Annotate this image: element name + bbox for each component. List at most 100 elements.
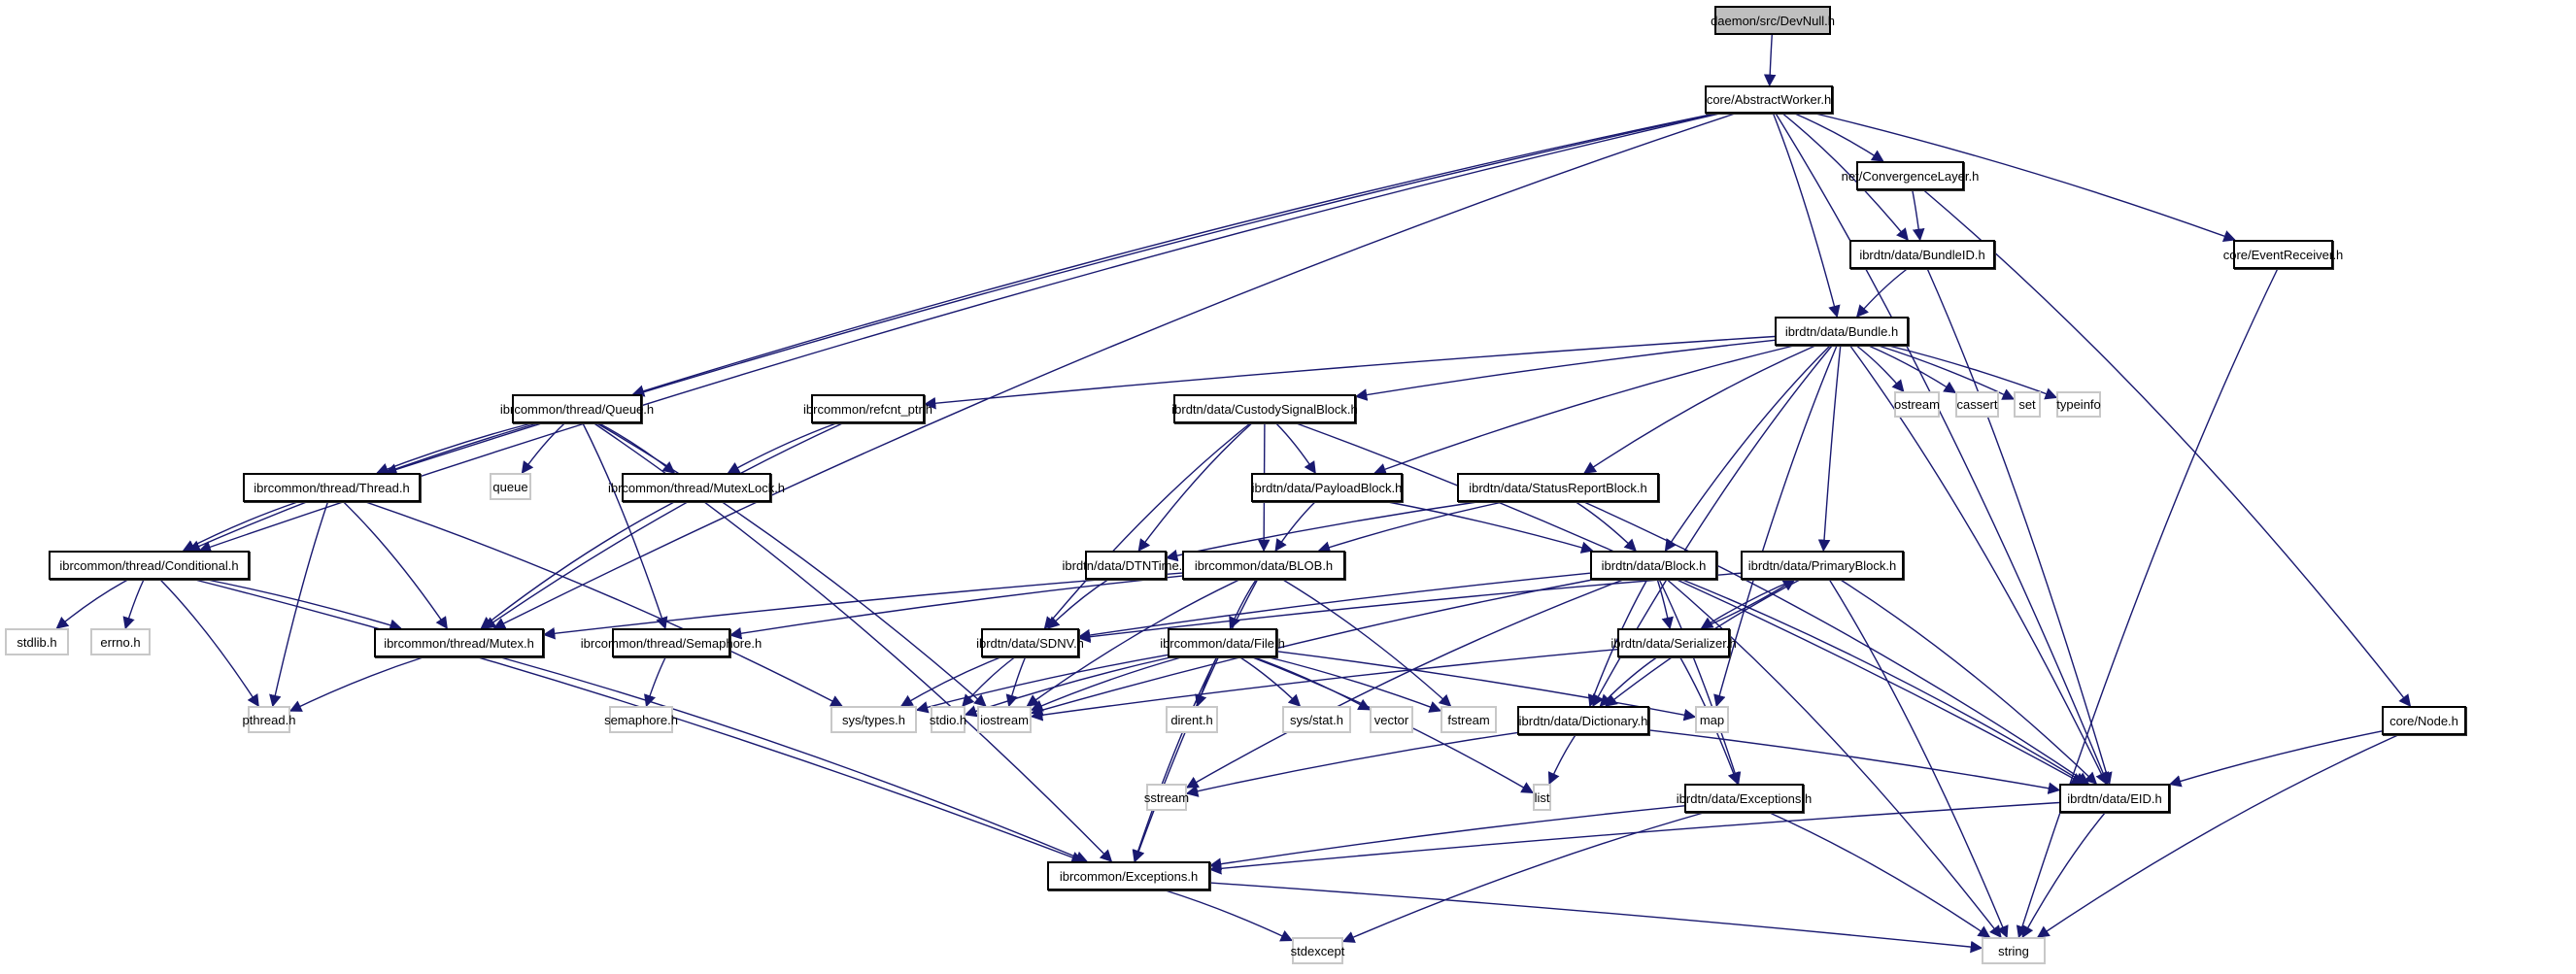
- edge-bundle-to-custody: [1354, 339, 1776, 401]
- node-string: string: [1982, 937, 2046, 964]
- node-label: fstream: [1447, 712, 1490, 727]
- edge-blob-to-semaphore-h: [729, 575, 1183, 640]
- edge-bundleid-to-bundle: [1855, 268, 1908, 318]
- edge-abstractworker-to-bundle: [1772, 113, 1841, 319]
- edge-eid-to-commonexceptions: [1208, 801, 2060, 875]
- node-eid[interactable]: ibrdtn/data/EID.h: [2059, 784, 2170, 813]
- node-label: ibrcommon/thread/Mutex.h: [384, 635, 534, 651]
- edge-block-to-eid: [1681, 579, 2087, 785]
- node-custody[interactable]: ibrdtn/data/CustodySignalBlock.h: [1171, 394, 1358, 423]
- node-refcnt[interactable]: ibrcommon/refcnt_ptr.h: [803, 394, 932, 423]
- node-dictionary[interactable]: ibrdtn/data/Dictionary.h: [1517, 706, 1649, 735]
- node-cassert: cassert: [1955, 391, 1999, 418]
- node-label: ostream: [1894, 397, 1940, 412]
- node-label: queue: [492, 479, 528, 494]
- node-label: map: [1699, 712, 1725, 727]
- node-mutex[interactable]: ibrcommon/thread/Mutex.h: [374, 628, 544, 657]
- edge-queue-h-to-iostream: [596, 422, 987, 707]
- node-list: list: [1533, 784, 1551, 811]
- edge-primary-to-string: [1828, 579, 2009, 939]
- node-label: cassert: [1956, 397, 1998, 412]
- node-label: ibrdtn/data/StatusReportBlock.h: [1469, 480, 1647, 495]
- edge-eid-to-string: [2021, 812, 2106, 939]
- edge-bundle-to-refcnt: [923, 335, 1776, 410]
- node-queue: queue: [490, 473, 531, 500]
- node-label: core/AbstractWorker.h: [1706, 92, 1832, 107]
- node-dtnexceptions[interactable]: ibrdtn/data/Exceptions.h: [1677, 784, 1812, 813]
- node-stdio: stdio.h: [930, 706, 966, 733]
- node-label: iostream: [980, 712, 1029, 727]
- edge-custody-to-dtntime: [1137, 422, 1253, 553]
- node-typeinfo: typeinfo: [2056, 391, 2101, 418]
- edge-file-to-sysstat: [1239, 656, 1302, 707]
- edge-devnull-to-abstractworker: [1763, 34, 1777, 87]
- node-devnull[interactable]: daemon/src/DevNull.h: [1711, 6, 1835, 35]
- edge-file-to-commonexceptions: [1132, 656, 1218, 863]
- node-abstractworker[interactable]: core/AbstractWorker.h: [1705, 85, 1833, 114]
- node-commonexceptions[interactable]: ibrcommon/Exceptions.h: [1047, 861, 1210, 890]
- node-label: ibrdtn/data/Exceptions.h: [1676, 790, 1813, 806]
- node-label: ibrdtn/data/BundleID.h: [1859, 247, 1985, 262]
- node-node[interactable]: core/Node.h: [2382, 706, 2466, 735]
- node-blob[interactable]: ibrcommon/data/BLOB.h: [1182, 551, 1345, 580]
- node-iostream: iostream: [977, 706, 1032, 733]
- node-convergencelayer[interactable]: net/ConvergenceLayer.h: [1842, 161, 1979, 190]
- node-bundleid[interactable]: ibrdtn/data/BundleID.h: [1849, 240, 1995, 269]
- node-payload[interactable]: ibrdtn/data/PayloadBlock.h: [1251, 473, 1403, 502]
- edge-file-to-fstream: [1269, 656, 1442, 713]
- edge-primary-to-sdnv: [1077, 572, 1742, 643]
- edge-serializer-to-primary: [1701, 579, 1796, 629]
- node-semaphore: semaphore.h: [604, 706, 678, 733]
- edge-payload-to-blob: [1274, 501, 1316, 553]
- node-queue-h[interactable]: ibrcommon/thread/Queue.h: [500, 394, 654, 423]
- node-serializer[interactable]: ibrdtn/data/Serializer.h: [1610, 628, 1737, 657]
- edge-dictionary-to-list: [1547, 734, 1576, 786]
- edge-abstractworker-to-queue-h: [631, 113, 1715, 397]
- node-label: ibrcommon/refcnt_ptr.h: [803, 401, 932, 417]
- edge-blob-to-file: [1229, 579, 1257, 630]
- node-primary[interactable]: ibrdtn/data/PrimaryBlock.h: [1741, 551, 1904, 580]
- node-label: ibrdtn/data/EID.h: [2067, 790, 2162, 806]
- edge-custody-to-eid: [1296, 422, 2085, 785]
- node-label: ibrdtn/data/PrimaryBlock.h: [1747, 557, 1897, 573]
- node-label: semaphore.h: [604, 712, 678, 727]
- node-thread[interactable]: ibrcommon/thread/Thread.h: [243, 473, 421, 502]
- node-file[interactable]: ibrcommon/data/File.h: [1160, 628, 1285, 657]
- node-vector: vector: [1370, 706, 1413, 733]
- node-fstream: fstream: [1441, 706, 1497, 733]
- edge-queue-h-to-semaphore-h: [582, 422, 668, 630]
- node-label: core/EventReceiver.h: [2222, 247, 2344, 262]
- node-semaphore-h[interactable]: ibrcommon/thread/Semaphore.h: [581, 628, 762, 657]
- edge-conditional-to-stdlib: [55, 579, 128, 629]
- node-conditional[interactable]: ibrcommon/thread/Conditional.h: [49, 551, 250, 580]
- node-bundle[interactable]: ibrdtn/data/Bundle.h: [1775, 317, 1909, 346]
- edge-bundle-to-primary: [1817, 345, 1842, 553]
- node-label: ibrdtn/data/DTNTime.h: [1062, 557, 1190, 573]
- node-ostream: ostream: [1894, 391, 1940, 418]
- edge-queue-h-to-mutexlock: [598, 422, 676, 474]
- edge-commonexceptions-to-string: [1209, 882, 1983, 954]
- edge-serializer-to-iostream: [1030, 648, 1618, 722]
- edge-bundle-to-payload: [1373, 345, 1794, 476]
- node-label: ibrdtn/data/Serializer.h: [1610, 635, 1737, 651]
- edge-file-to-systypes: [915, 654, 1169, 714]
- edge-mutexlock-to-mutex: [480, 501, 675, 629]
- edge-sdnv-to-systypes: [899, 656, 1001, 707]
- node-block[interactable]: ibrdtn/data/Block.h: [1590, 551, 1717, 580]
- node-label: set: [2018, 397, 2036, 412]
- node-errno: errno.h: [90, 628, 151, 655]
- node-mutexlock[interactable]: ibrcommon/thread/MutexLock.h: [608, 473, 785, 502]
- node-label: ibrcommon/data/File.h: [1160, 635, 1285, 651]
- node-sdnv[interactable]: ibrdtn/data/SDNV.h: [976, 628, 1084, 657]
- node-label: vector: [1373, 712, 1409, 727]
- node-eventreceiver[interactable]: core/EventReceiver.h: [2223, 240, 2343, 269]
- edge-blob-to-mutex: [542, 572, 1183, 640]
- node-dtntime[interactable]: ibrdtn/data/DTNTime.h: [1063, 551, 1190, 580]
- node-label: sstream: [1143, 789, 1190, 805]
- node-label: sys/stat.h: [1290, 712, 1343, 727]
- node-statusreport[interactable]: ibrdtn/data/StatusReportBlock.h: [1457, 473, 1659, 502]
- edge-sdnv-to-stdio: [962, 656, 1015, 707]
- edge-bundle-to-cassert: [1868, 345, 1957, 394]
- edge-sdnv-to-iostream: [1005, 656, 1027, 708]
- node-label: ibrcommon/data/BLOB.h: [1194, 557, 1334, 573]
